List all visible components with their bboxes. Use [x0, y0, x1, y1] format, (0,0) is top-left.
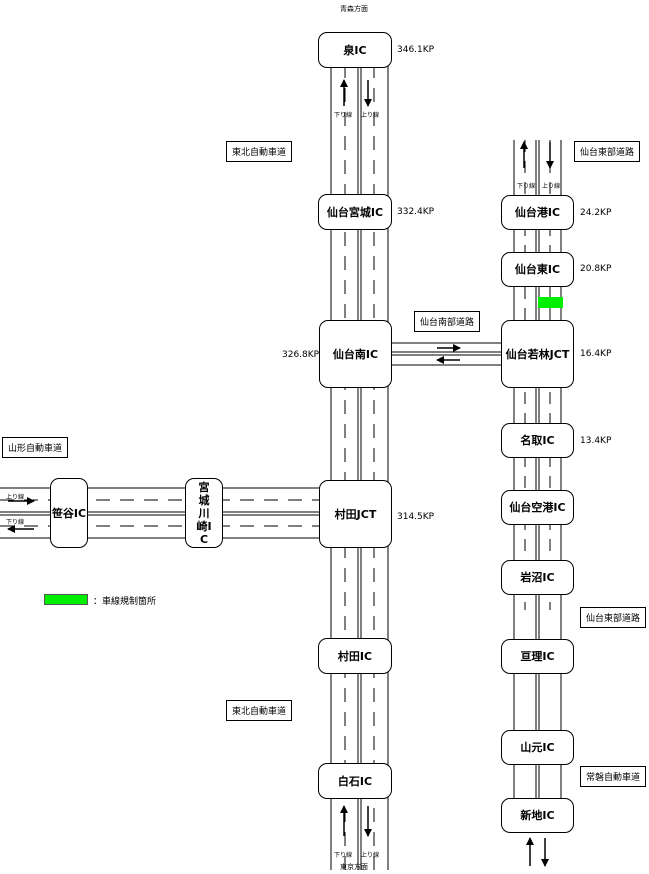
ic-murata[interactable]: 村田IC: [318, 638, 392, 674]
ic-natori[interactable]: 名取IC: [501, 423, 574, 458]
lane-label-down-yamagata: 下り線: [6, 519, 25, 526]
ic-sendai-higashi[interactable]: 仙台東IC: [501, 252, 574, 287]
jct-sendai-wakabayashi[interactable]: 仙台若林JCT: [501, 320, 574, 388]
kp-sendai-ko: 24.2KP: [580, 208, 612, 218]
road-label-joban: 常磐自動車道: [580, 766, 647, 787]
ic-izumi[interactable]: 泉IC: [318, 32, 392, 68]
legend-restriction-label: ：車線規制箇所: [93, 597, 157, 607]
ic-shinchi[interactable]: 新地IC: [501, 798, 574, 833]
road-label-tohoku-bottom: 東北自動車道: [226, 700, 293, 721]
kp-sendai-wakabayashi: 16.4KP: [580, 349, 612, 359]
road-label-tohoku-top: 東北自動車道: [226, 141, 293, 162]
ic-sendai-ko[interactable]: 仙台港IC: [501, 195, 574, 230]
road-label-sendai-tobu-mid: 仙台東部道路: [580, 607, 647, 628]
lane-label-up-tobu: 上り線: [542, 183, 561, 190]
kp-izumi: 346.1KP: [397, 45, 435, 55]
jct-murata[interactable]: 村田JCT: [319, 480, 392, 548]
ic-sendai-miyagi[interactable]: 仙台宮城IC: [318, 194, 392, 230]
kp-sendai-higashi: 20.8KP: [580, 264, 612, 274]
lane-label-up-bottom: 上り線: [361, 852, 380, 859]
lane-label-down-top: 下り線: [334, 112, 353, 119]
kp-sendai-miyagi: 332.4KP: [397, 207, 435, 217]
ic-shiroishi[interactable]: 白石IC: [318, 763, 392, 799]
ic-sendai-kuko[interactable]: 仙台空港IC: [501, 490, 574, 525]
lane-label-down-tobu: 下り線: [517, 183, 536, 190]
ic-watari[interactable]: 亘理IC: [501, 639, 574, 674]
road-label-sendai-tobu-top: 仙台東部道路: [574, 141, 641, 162]
ic-sasaya[interactable]: 笹谷IC: [50, 478, 88, 548]
kp-murata-jct: 314.5KP: [397, 512, 435, 522]
lane-label-down-bottom: 下り線: [334, 852, 353, 859]
lane-label-up-yamagata: 上り線: [6, 494, 25, 501]
kp-natori: 13.4KP: [580, 436, 612, 446]
legend-restriction-swatch: [44, 594, 88, 605]
road-label-yamagata: 山形自動車道: [2, 437, 69, 458]
direction-north-label: 青森方面: [340, 5, 368, 13]
direction-south-label: 東京方面: [340, 863, 368, 871]
lane-label-up-top: 上り線: [361, 112, 380, 119]
ic-iwanuma[interactable]: 岩沼IC: [501, 560, 574, 595]
ic-yamamoto[interactable]: 山元IC: [501, 730, 574, 765]
road-label-sendai-nanbu: 仙台南部道路: [414, 311, 481, 332]
ic-miyagi-kawasaki[interactable]: 宮城川崎IC: [185, 478, 223, 548]
kp-sendai-minami: 326.8KP: [282, 350, 320, 360]
lane-restriction-marker: [538, 297, 563, 308]
ic-sendai-minami[interactable]: 仙台南IC: [319, 320, 392, 388]
